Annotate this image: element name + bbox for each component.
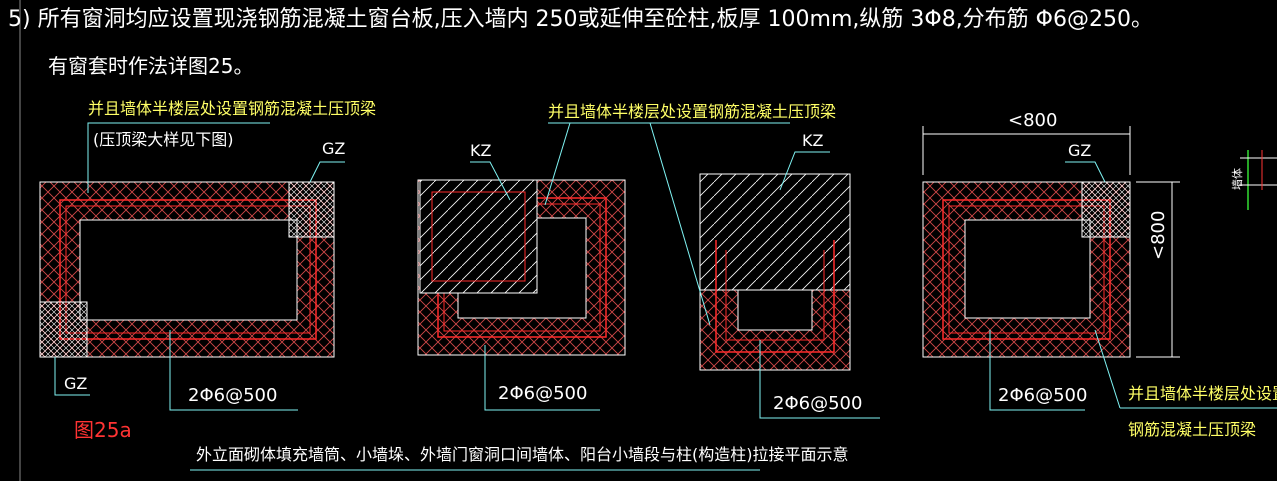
detail-b [417, 161, 626, 411]
leader-gz-top-a [309, 161, 345, 183]
wall-outline-outer-d [922, 181, 1131, 358]
leader-beam-a [87, 122, 270, 193]
rebar-loop-outer-d [942, 199, 1111, 340]
leader-rebar-a [169, 330, 298, 411]
kz-rebar-b [431, 191, 526, 282]
label-rebar-b: 2Φ6@500 [498, 383, 588, 404]
leader-kz-b [470, 161, 511, 201]
leader-rebar-d [989, 330, 1085, 411]
wall-opening-c [737, 289, 813, 331]
dim-width-label: <800 [1008, 110, 1058, 131]
rebar-loop-inner-a [65, 205, 311, 334]
beam-note-a-line2: (压顶梁大样见下图) [93, 130, 234, 149]
note-line-1: 5) 所有窗洞均应设置现浇钢筋混凝土窗台板,压入墙内 250或延伸至砼柱,板厚 … [8, 7, 1153, 32]
detail-c [699, 151, 880, 419]
note-line-2: 有窗套时作法详图25。 [48, 54, 254, 78]
wall-outline-inner-a [79, 219, 298, 321]
detail-a [39, 122, 345, 411]
beam-note-a-line1: 并且墙体半楼层处设置钢筋混凝土压顶梁 [88, 99, 377, 118]
leader-rebar-c [759, 340, 880, 419]
drawing-caption: 外立面砌体填充墙筒、小墙垛、外墙门窗洞口间墙体、阳台小墙段与柱(构造柱)拉接平面… [196, 445, 849, 464]
label-kz-c: KZ [802, 131, 824, 150]
beam-note-d-line1: 并且墙体半楼层处设置 [1128, 384, 1277, 403]
label-rebar-a: 2Φ6@500 [188, 385, 278, 406]
beam-note-b: 并且墙体半楼层处设置钢筋混凝土压顶梁 [548, 102, 837, 121]
leader-beam-d [1094, 329, 1121, 409]
gz-column-bottom-a [39, 301, 88, 358]
label-rebar-d: 2Φ6@500 [998, 385, 1088, 406]
leader-kz-c [779, 151, 830, 191]
label-gz-a-top: GZ [322, 139, 346, 158]
label-gz-d: GZ [1068, 141, 1092, 160]
kz-column-hatch-c [700, 174, 850, 290]
leader-beam-b-to-c [649, 122, 711, 326]
wall-outline-inner-d [964, 219, 1091, 319]
rebar-loop-inner-c [725, 250, 825, 341]
gz-column-d [1081, 181, 1131, 238]
kz-column-hatch-b [420, 180, 537, 293]
beam-note-d-line2: 钢筋混凝土压顶梁 [1128, 420, 1257, 439]
side-mark: 墙体 [1231, 168, 1244, 190]
rebar-loop-outer-a [59, 199, 317, 340]
label-rebar-c: 2Φ6@500 [773, 393, 863, 414]
detail-d [922, 126, 1277, 411]
detail-partial-right [1240, 150, 1277, 210]
wall-outline-outer-a [39, 181, 335, 358]
rebar-loop-inner-d [948, 205, 1105, 334]
figure-id: 图25a [74, 418, 132, 442]
label-gz-a-bottom: GZ [64, 374, 88, 393]
leader-rebar-b [484, 345, 600, 411]
label-kz-b: KZ [470, 141, 492, 160]
dim-height-label: <800 [1148, 210, 1169, 260]
leader-gz-d [1065, 161, 1106, 183]
rebar-loop-c [715, 240, 835, 353]
gz-column-top-a [288, 181, 335, 238]
leader-gz-bottom-a [54, 357, 90, 396]
leader-beam-b-to-b [544, 122, 571, 206]
